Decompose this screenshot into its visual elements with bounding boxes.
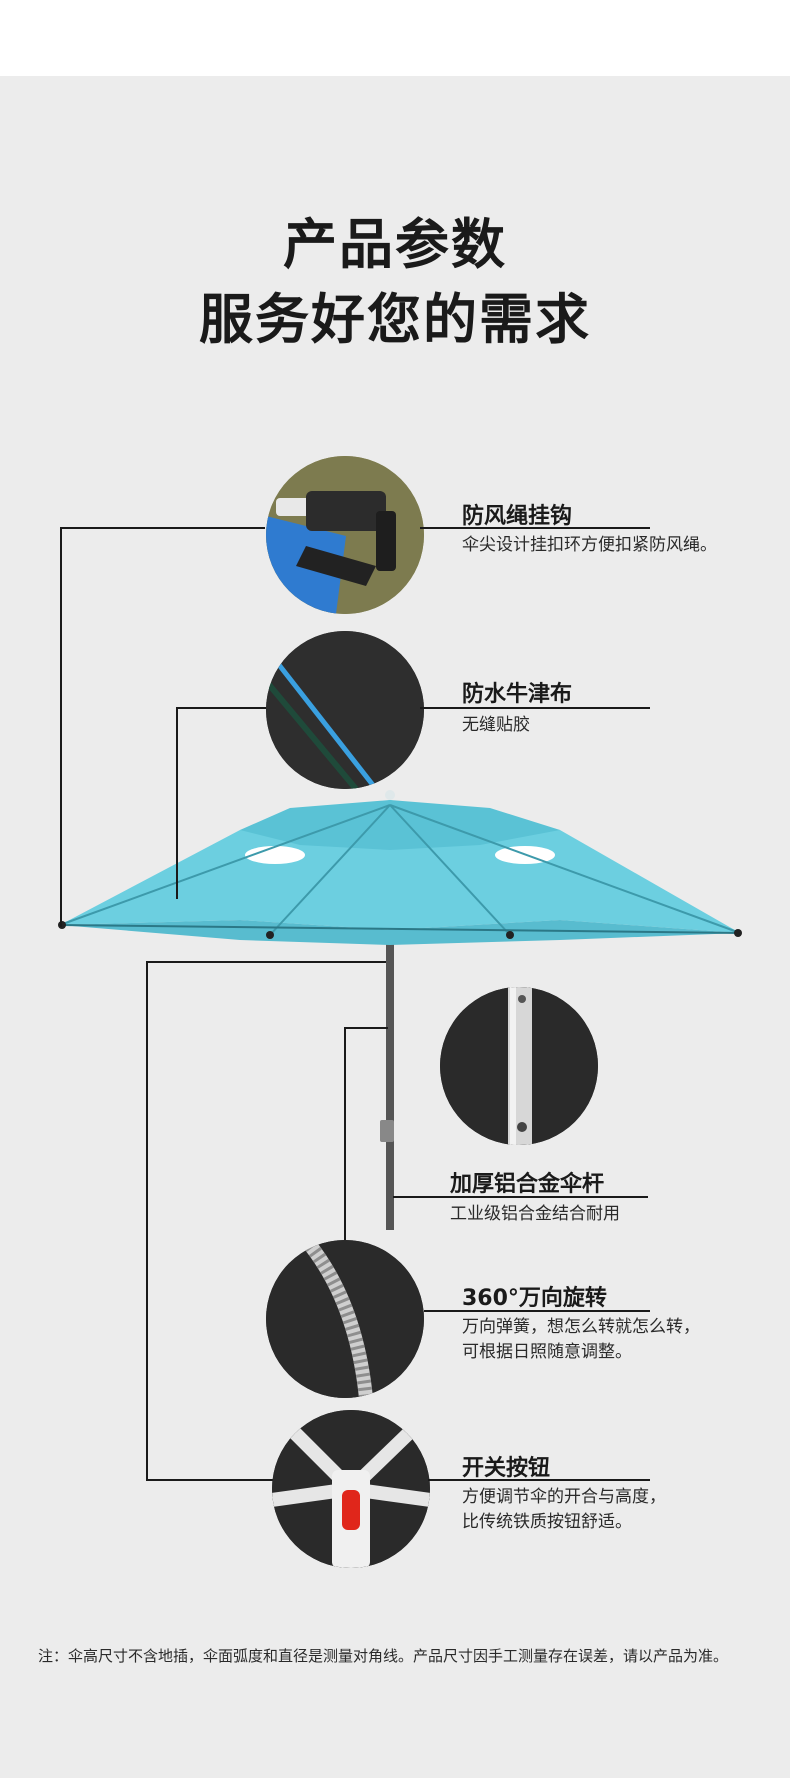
connector-line-2-h — [176, 707, 268, 709]
connector-line-2-v — [176, 707, 178, 899]
connector-line-1-h — [60, 527, 265, 529]
page-title: 产品参数 — [283, 213, 507, 276]
feature-desc-rotation-1: 万向弹簧，想怎么转就怎么转， — [462, 1317, 700, 1337]
feature-underline-hook — [420, 527, 650, 529]
feature-underline-fabric — [420, 707, 650, 709]
connector-line-3-h — [146, 961, 386, 963]
spring-detail-image — [266, 1240, 424, 1398]
hook-detail-image — [266, 456, 424, 614]
connector-line-4-v — [344, 1027, 346, 1241]
feature-underline-rotation — [424, 1310, 650, 1312]
feature-title-fabric: 防水牛津布 — [462, 682, 573, 707]
footer-note: 注：伞高尺寸不含地插，伞面弧度和直径是测量对角线。产品尺寸因手工测量存在误差，请… — [38, 1647, 729, 1665]
umbrella-illustration — [58, 790, 742, 1230]
feature-underline-pole — [393, 1196, 648, 1198]
fabric-detail-image — [266, 631, 424, 789]
connector-line-3-v — [146, 961, 148, 1481]
connector-line-3-b — [146, 1479, 276, 1481]
feature-desc-button-2: 比传统铁质按钮舒适。 — [462, 1512, 632, 1532]
connector-line-4-h — [344, 1027, 388, 1029]
connector-line-1-v — [60, 527, 62, 927]
feature-title-button: 开关按钮 — [462, 1456, 551, 1481]
feature-desc-button-1: 方便调节伞的开合与高度， — [462, 1487, 666, 1507]
feature-desc-fabric: 无缝贴胶 — [462, 715, 530, 735]
feature-desc-rotation-2: 可根据日照随意调整。 — [462, 1342, 632, 1362]
pole-detail-image — [440, 987, 598, 1145]
feature-title-pole: 加厚铝合金伞杆 — [450, 1172, 605, 1197]
feature-title-hook: 防风绳挂钩 — [462, 504, 573, 529]
feature-desc-hook: 伞尖设计挂扣环方便扣紧防风绳。 — [462, 535, 717, 555]
feature-desc-pole: 工业级铝合金结合耐用 — [450, 1204, 620, 1224]
page-subtitle: 服务好您的需求 — [199, 288, 591, 351]
feature-underline-button — [428, 1479, 650, 1481]
feature-title-rotation: 360°万向旋转 — [462, 1286, 607, 1311]
button-detail-image — [272, 1410, 430, 1568]
